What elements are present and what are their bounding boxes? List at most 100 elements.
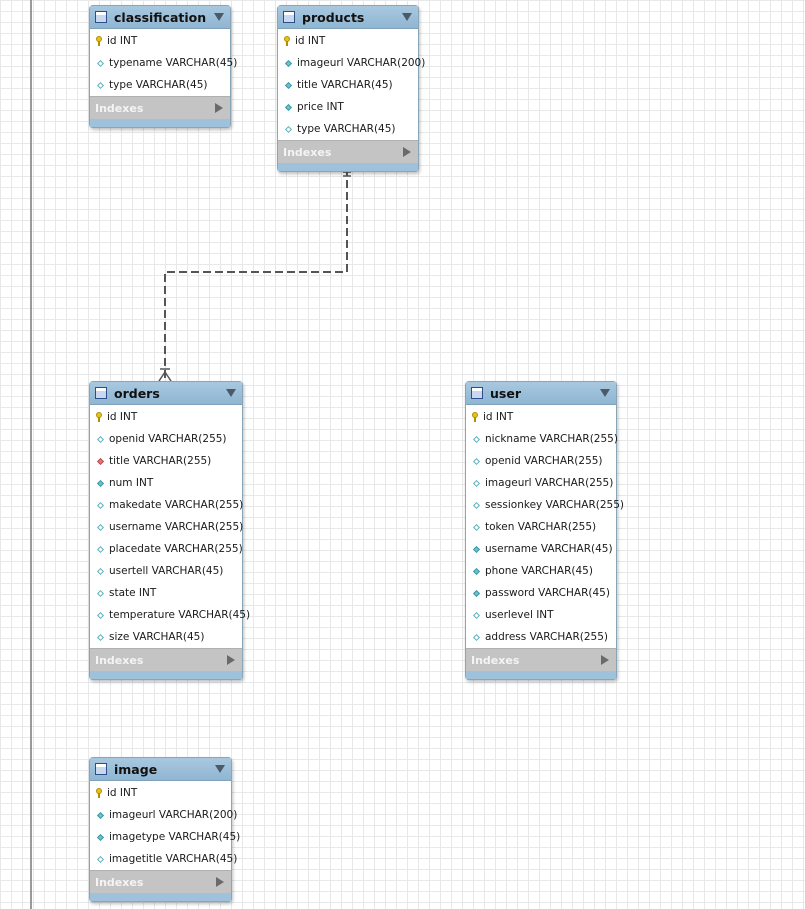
nullable-column-icon <box>472 457 481 465</box>
expand-arrow-icon[interactable] <box>227 655 235 665</box>
column-name: imageurl VARCHAR(200) <box>297 57 426 69</box>
table-header[interactable]: products <box>278 6 418 29</box>
column-row[interactable]: id INT <box>90 782 231 804</box>
nullable-column-icon <box>472 479 481 487</box>
column-row[interactable]: makedate VARCHAR(255) <box>90 494 243 516</box>
column-name: id INT <box>295 35 326 47</box>
column-row[interactable]: imageurl VARCHAR(200) <box>90 804 237 826</box>
column-name: type VARCHAR(45) <box>297 123 396 135</box>
collapse-arrow-icon[interactable] <box>600 389 610 397</box>
column-name: imagetype VARCHAR(45) <box>109 831 241 843</box>
table-footer <box>90 893 231 901</box>
column-row[interactable]: title VARCHAR(45) <box>278 74 418 96</box>
column-row[interactable]: openid VARCHAR(255) <box>90 428 242 450</box>
crows-foot-line <box>158 371 166 382</box>
primary-key-icon <box>472 412 478 422</box>
column-row[interactable]: sessionkey VARCHAR(255) <box>466 494 624 516</box>
column-row[interactable]: userlevel INT <box>466 604 616 626</box>
column-name: username VARCHAR(45) <box>485 543 613 555</box>
column-row[interactable]: id INT <box>90 30 230 52</box>
not-null-column-icon <box>472 567 481 575</box>
nullable-column-icon <box>284 125 293 133</box>
nullable-column-icon <box>472 501 481 509</box>
column-row[interactable]: placedate VARCHAR(255) <box>90 538 243 560</box>
column-name: num INT <box>109 477 154 489</box>
column-list: id INT imageurl VARCHAR(200) title VARCHAR… <box>278 29 425 140</box>
nullable-column-icon <box>96 59 105 67</box>
column-row[interactable]: typename VARCHAR(45) <box>90 52 237 74</box>
nullable-column-icon <box>96 81 105 89</box>
column-row[interactable]: username VARCHAR(45) <box>466 538 616 560</box>
column-row[interactable]: id INT <box>90 406 242 428</box>
indexes-label: Indexes <box>283 145 332 159</box>
column-row[interactable]: temperature VARCHAR(45) <box>90 604 250 626</box>
collapse-arrow-icon[interactable] <box>402 13 412 21</box>
column-row[interactable]: price INT <box>278 96 418 118</box>
not-null-column-icon <box>96 479 105 487</box>
table-orders[interactable]: orders id INT openid VARCHAR(255)title VAR… <box>89 381 250 680</box>
table-icon <box>471 387 483 399</box>
column-list: id INT nickname VARCHAR(255) openid VARCHA… <box>466 405 624 648</box>
collapse-arrow-icon[interactable] <box>215 765 225 773</box>
column-row[interactable]: password VARCHAR(45) <box>466 582 616 604</box>
column-name: nickname VARCHAR(255) <box>485 433 618 445</box>
column-row[interactable]: imageurl VARCHAR(200) <box>278 52 425 74</box>
column-name: usertell VARCHAR(45) <box>109 565 224 577</box>
indexes-section[interactable]: Indexes <box>466 648 616 671</box>
table-icon <box>95 763 107 775</box>
indexes-section[interactable]: Indexes <box>90 96 230 119</box>
column-row[interactable]: nickname VARCHAR(255) <box>466 428 618 450</box>
table-footer <box>466 671 616 679</box>
table-header[interactable]: orders <box>90 382 242 405</box>
foreign-key-icon <box>96 457 105 465</box>
column-row[interactable]: size VARCHAR(45) <box>90 626 242 648</box>
expand-arrow-icon[interactable] <box>601 655 609 665</box>
column-row[interactable]: token VARCHAR(255) <box>466 516 616 538</box>
column-name: placedate VARCHAR(255) <box>109 543 243 555</box>
table-header[interactable]: user <box>466 382 616 405</box>
table-header[interactable]: classification <box>90 6 230 29</box>
column-row[interactable]: usertell VARCHAR(45) <box>90 560 242 582</box>
nullable-column-icon <box>96 501 105 509</box>
indexes-section[interactable]: Indexes <box>90 870 231 893</box>
indexes-label: Indexes <box>95 101 144 115</box>
column-row[interactable]: type VARCHAR(45) <box>278 118 418 140</box>
relationship-line-products-orders <box>164 168 348 380</box>
column-row[interactable]: username VARCHAR(255) <box>90 516 243 538</box>
column-row[interactable]: state INT <box>90 582 242 604</box>
expand-arrow-icon[interactable] <box>403 147 411 157</box>
column-row[interactable]: phone VARCHAR(45) <box>466 560 616 582</box>
column-row[interactable]: address VARCHAR(255) <box>466 626 616 648</box>
expand-arrow-icon[interactable] <box>215 103 223 113</box>
indexes-section[interactable]: Indexes <box>90 648 242 671</box>
column-list: id INT openid VARCHAR(255)title VARCHAR(2… <box>90 405 250 648</box>
table-name: products <box>302 9 365 25</box>
indexes-section[interactable]: Indexes <box>278 140 418 163</box>
nullable-column-icon <box>472 523 481 531</box>
table-products[interactable]: products id INT imageurl VARCHAR(200) title… <box>277 5 425 172</box>
column-row[interactable]: num INT <box>90 472 242 494</box>
collapse-arrow-icon[interactable] <box>214 13 224 21</box>
column-name: state INT <box>109 587 157 599</box>
column-row[interactable]: imagetype VARCHAR(45) <box>90 826 240 848</box>
column-row[interactable]: type VARCHAR(45) <box>90 74 230 96</box>
column-row[interactable]: imagetitle VARCHAR(45) <box>90 848 237 870</box>
column-row[interactable]: imageurl VARCHAR(255) <box>466 472 616 494</box>
column-row[interactable]: id INT <box>278 30 418 52</box>
column-name: phone VARCHAR(45) <box>485 565 593 577</box>
not-null-column-icon <box>284 103 293 111</box>
column-row[interactable]: title VARCHAR(255) <box>90 450 242 472</box>
column-row[interactable]: openid VARCHAR(255) <box>466 450 616 472</box>
column-name: imagetitle VARCHAR(45) <box>109 853 238 865</box>
expand-arrow-icon[interactable] <box>216 877 224 887</box>
column-row[interactable]: id INT <box>466 406 616 428</box>
column-name: id INT <box>107 411 138 423</box>
collapse-arrow-icon[interactable] <box>226 389 236 397</box>
table-header[interactable]: image <box>90 758 231 781</box>
nullable-column-icon <box>96 611 105 619</box>
